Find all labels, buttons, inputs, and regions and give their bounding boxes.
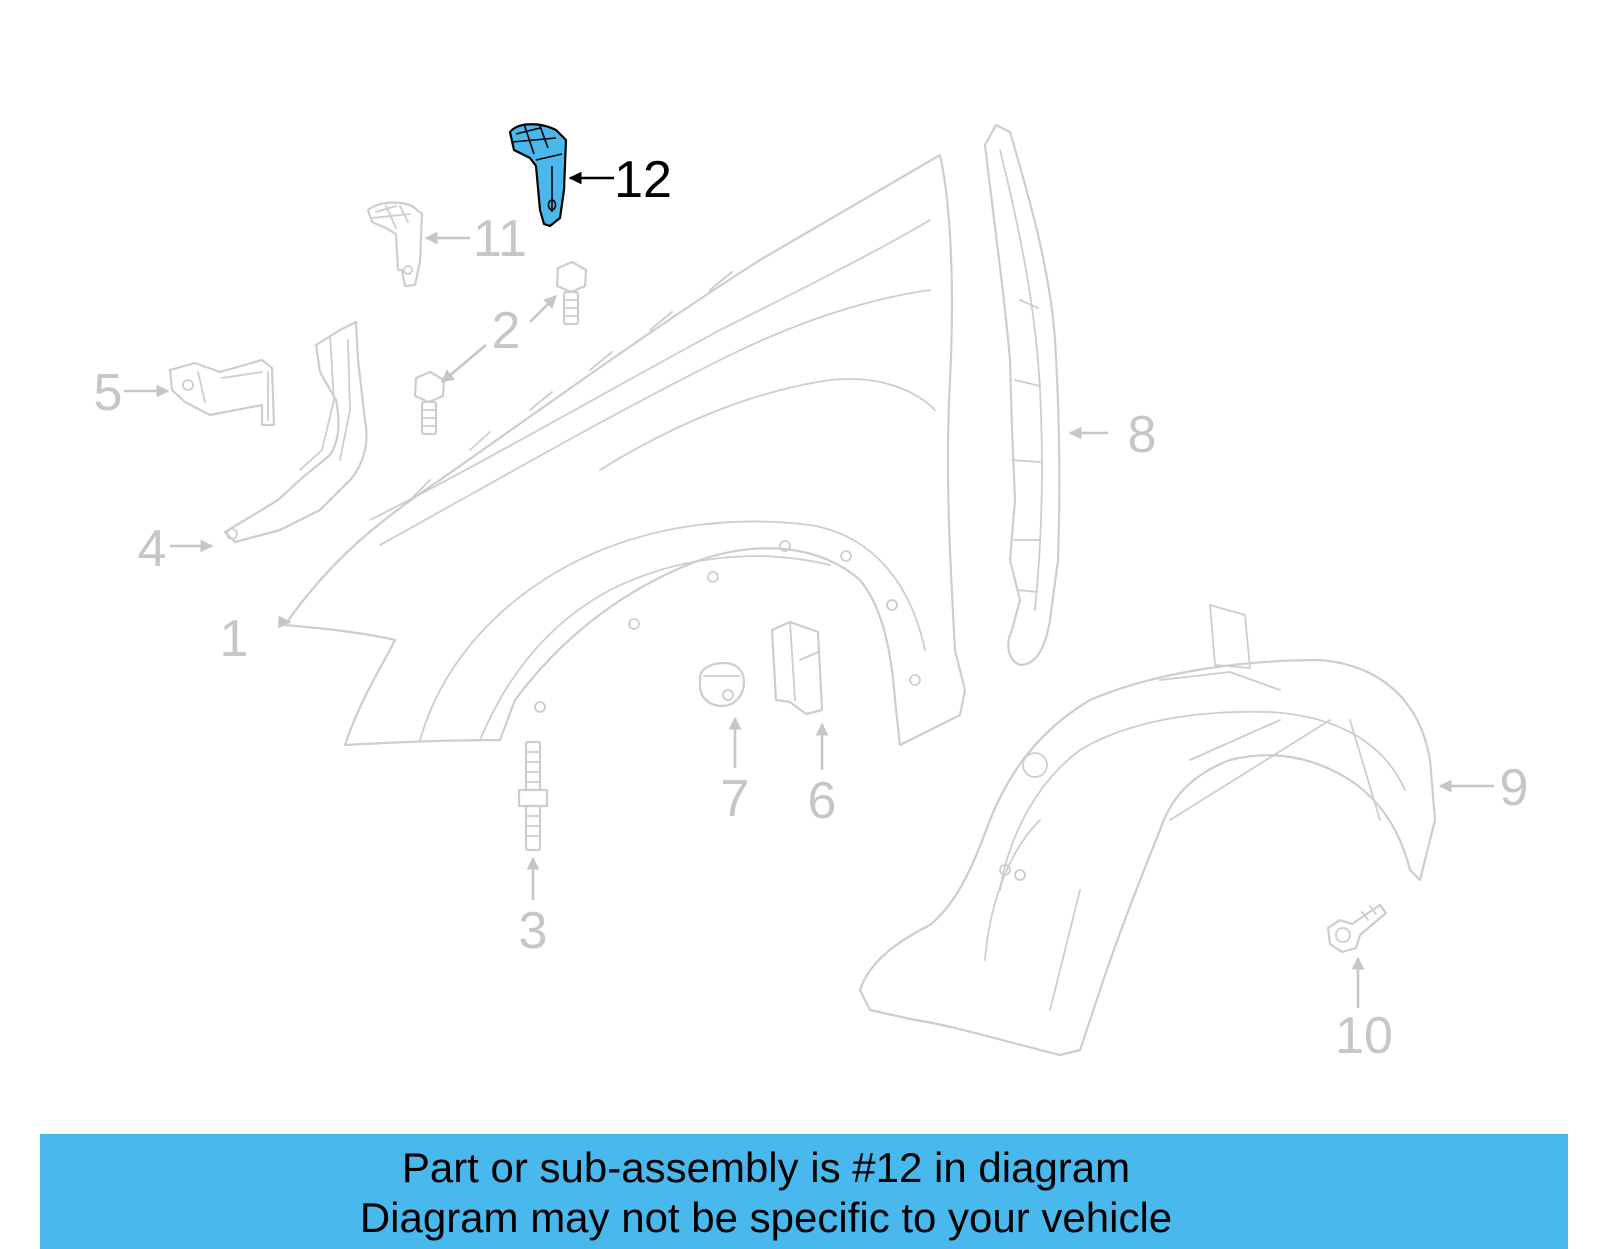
stud-part[interactable]: [517, 740, 549, 852]
hinge-bracket-part[interactable]: [168, 358, 276, 427]
banner-line-part-number: Part or sub-assembly is #12 in diagram: [401, 1144, 1131, 1191]
banner-line-disclaimer: Diagram may not be specific to your vehi…: [359, 1194, 1173, 1241]
seal-strip-part[interactable]: [983, 123, 1061, 667]
callout-3: 3: [519, 902, 548, 960]
bolt-part-lower[interactable]: [413, 370, 446, 436]
leader-2b: [441, 344, 487, 383]
leader-2a: [529, 295, 557, 323]
bracket-part-12-highlighted[interactable]: [508, 123, 568, 228]
support-bracket-part[interactable]: [223, 320, 368, 544]
retainer-part[interactable]: [770, 620, 824, 716]
callout-11: 11: [473, 210, 527, 268]
fender-part[interactable]: [283, 153, 967, 747]
bolt-part-upper[interactable]: [555, 260, 588, 326]
wheel-liner-part[interactable]: [858, 604, 1437, 1057]
callout-7: 7: [721, 770, 750, 828]
callout-5: 5: [94, 364, 123, 422]
callout-4: 4: [138, 520, 167, 578]
screw-part[interactable]: [1326, 903, 1388, 954]
callout-6: 6: [808, 772, 837, 830]
callout-9: 9: [1500, 759, 1529, 817]
callout-labels: 1 2 3 4 5 6 7 8 9 10 11 12: [94, 151, 1529, 1065]
clip-nut-part[interactable]: [698, 661, 746, 708]
callout-1: 1: [220, 610, 249, 668]
callout-10: 10: [1335, 1007, 1393, 1065]
bracket-part-11[interactable]: [366, 201, 424, 288]
callout-8: 8: [1128, 406, 1157, 464]
leader-lines: [124, 171, 1494, 1008]
callout-2: 2: [492, 302, 521, 360]
info-banner: Part or sub-assembly is #12 in diagram D…: [40, 1134, 1568, 1249]
callout-12: 12: [614, 151, 672, 209]
parts-diagram: 1 2 3 4 5 6 7 8 9 10 11 12: [94, 123, 1529, 1065]
